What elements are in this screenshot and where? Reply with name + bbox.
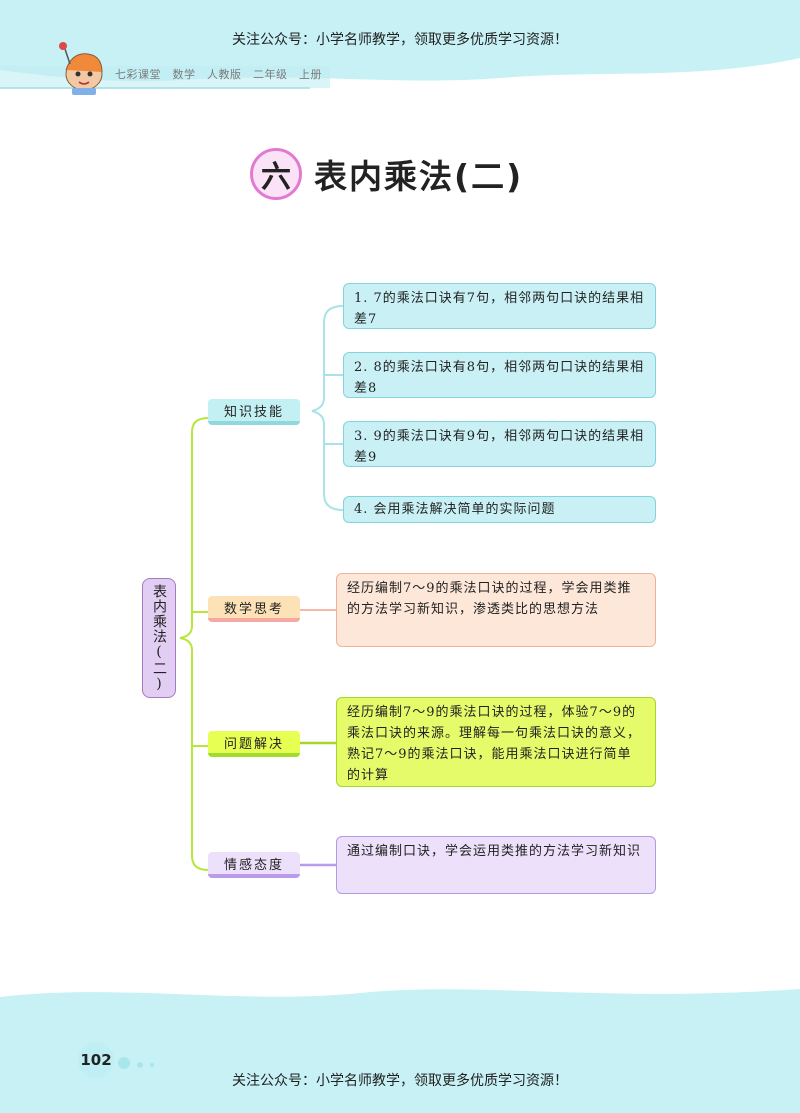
promo-banner-bottom: 关注公众号：小学名师教学，领取更多优质学习资源！	[232, 1073, 568, 1089]
problem-solving-description: 经历编制7～9的乘法口诀的过程，体验7～9的乘法口诀的来源。理解每一句乘法口诀的…	[336, 697, 656, 787]
attitude-description: 通过编制口诀，学会运用类推的方法学习新知识	[336, 836, 656, 894]
thinking-description: 经历编制7～9的乘法口诀的过程，学会用类推的方法学习新知识，渗透类比的思想方法	[336, 573, 656, 647]
mascot-illustration	[59, 42, 103, 95]
knowledge-item-3: 3. 9的乘法口诀有9句，相邻两句口诀的结果相差9	[343, 421, 656, 467]
chapter-number-badge: 六	[250, 148, 302, 200]
page-number: 102	[78, 1042, 114, 1078]
branch-math-thinking: 数学思考	[208, 596, 300, 622]
knowledge-item-2: 2. 8的乘法口诀有8句，相邻两句口诀的结果相差8	[343, 352, 656, 398]
branch-problem-solving: 问题解决	[208, 731, 300, 757]
promo-banner-top: 关注公众号：小学名师教学，领取更多优质学习资源！	[232, 32, 568, 48]
chapter-title: 六 表内乘法(二)	[250, 148, 523, 200]
branch-emotion-attitude: 情感态度	[208, 852, 300, 878]
book-series-header: 七彩课堂 数学 人教版 二年级 上册	[115, 68, 322, 81]
branch-knowledge-skills: 知识技能	[208, 399, 300, 425]
knowledge-item-4: 4. 会用乘法解决简单的实际问题	[343, 496, 656, 523]
chapter-title-text: 表内乘法(二)	[314, 157, 524, 196]
footer-wave-band	[0, 989, 800, 1113]
knowledge-item-1: 1. 7的乘法口诀有7句，相邻两句口诀的结果相差7	[343, 283, 656, 329]
mind-map-root: 表内乘法(二)	[142, 578, 176, 698]
